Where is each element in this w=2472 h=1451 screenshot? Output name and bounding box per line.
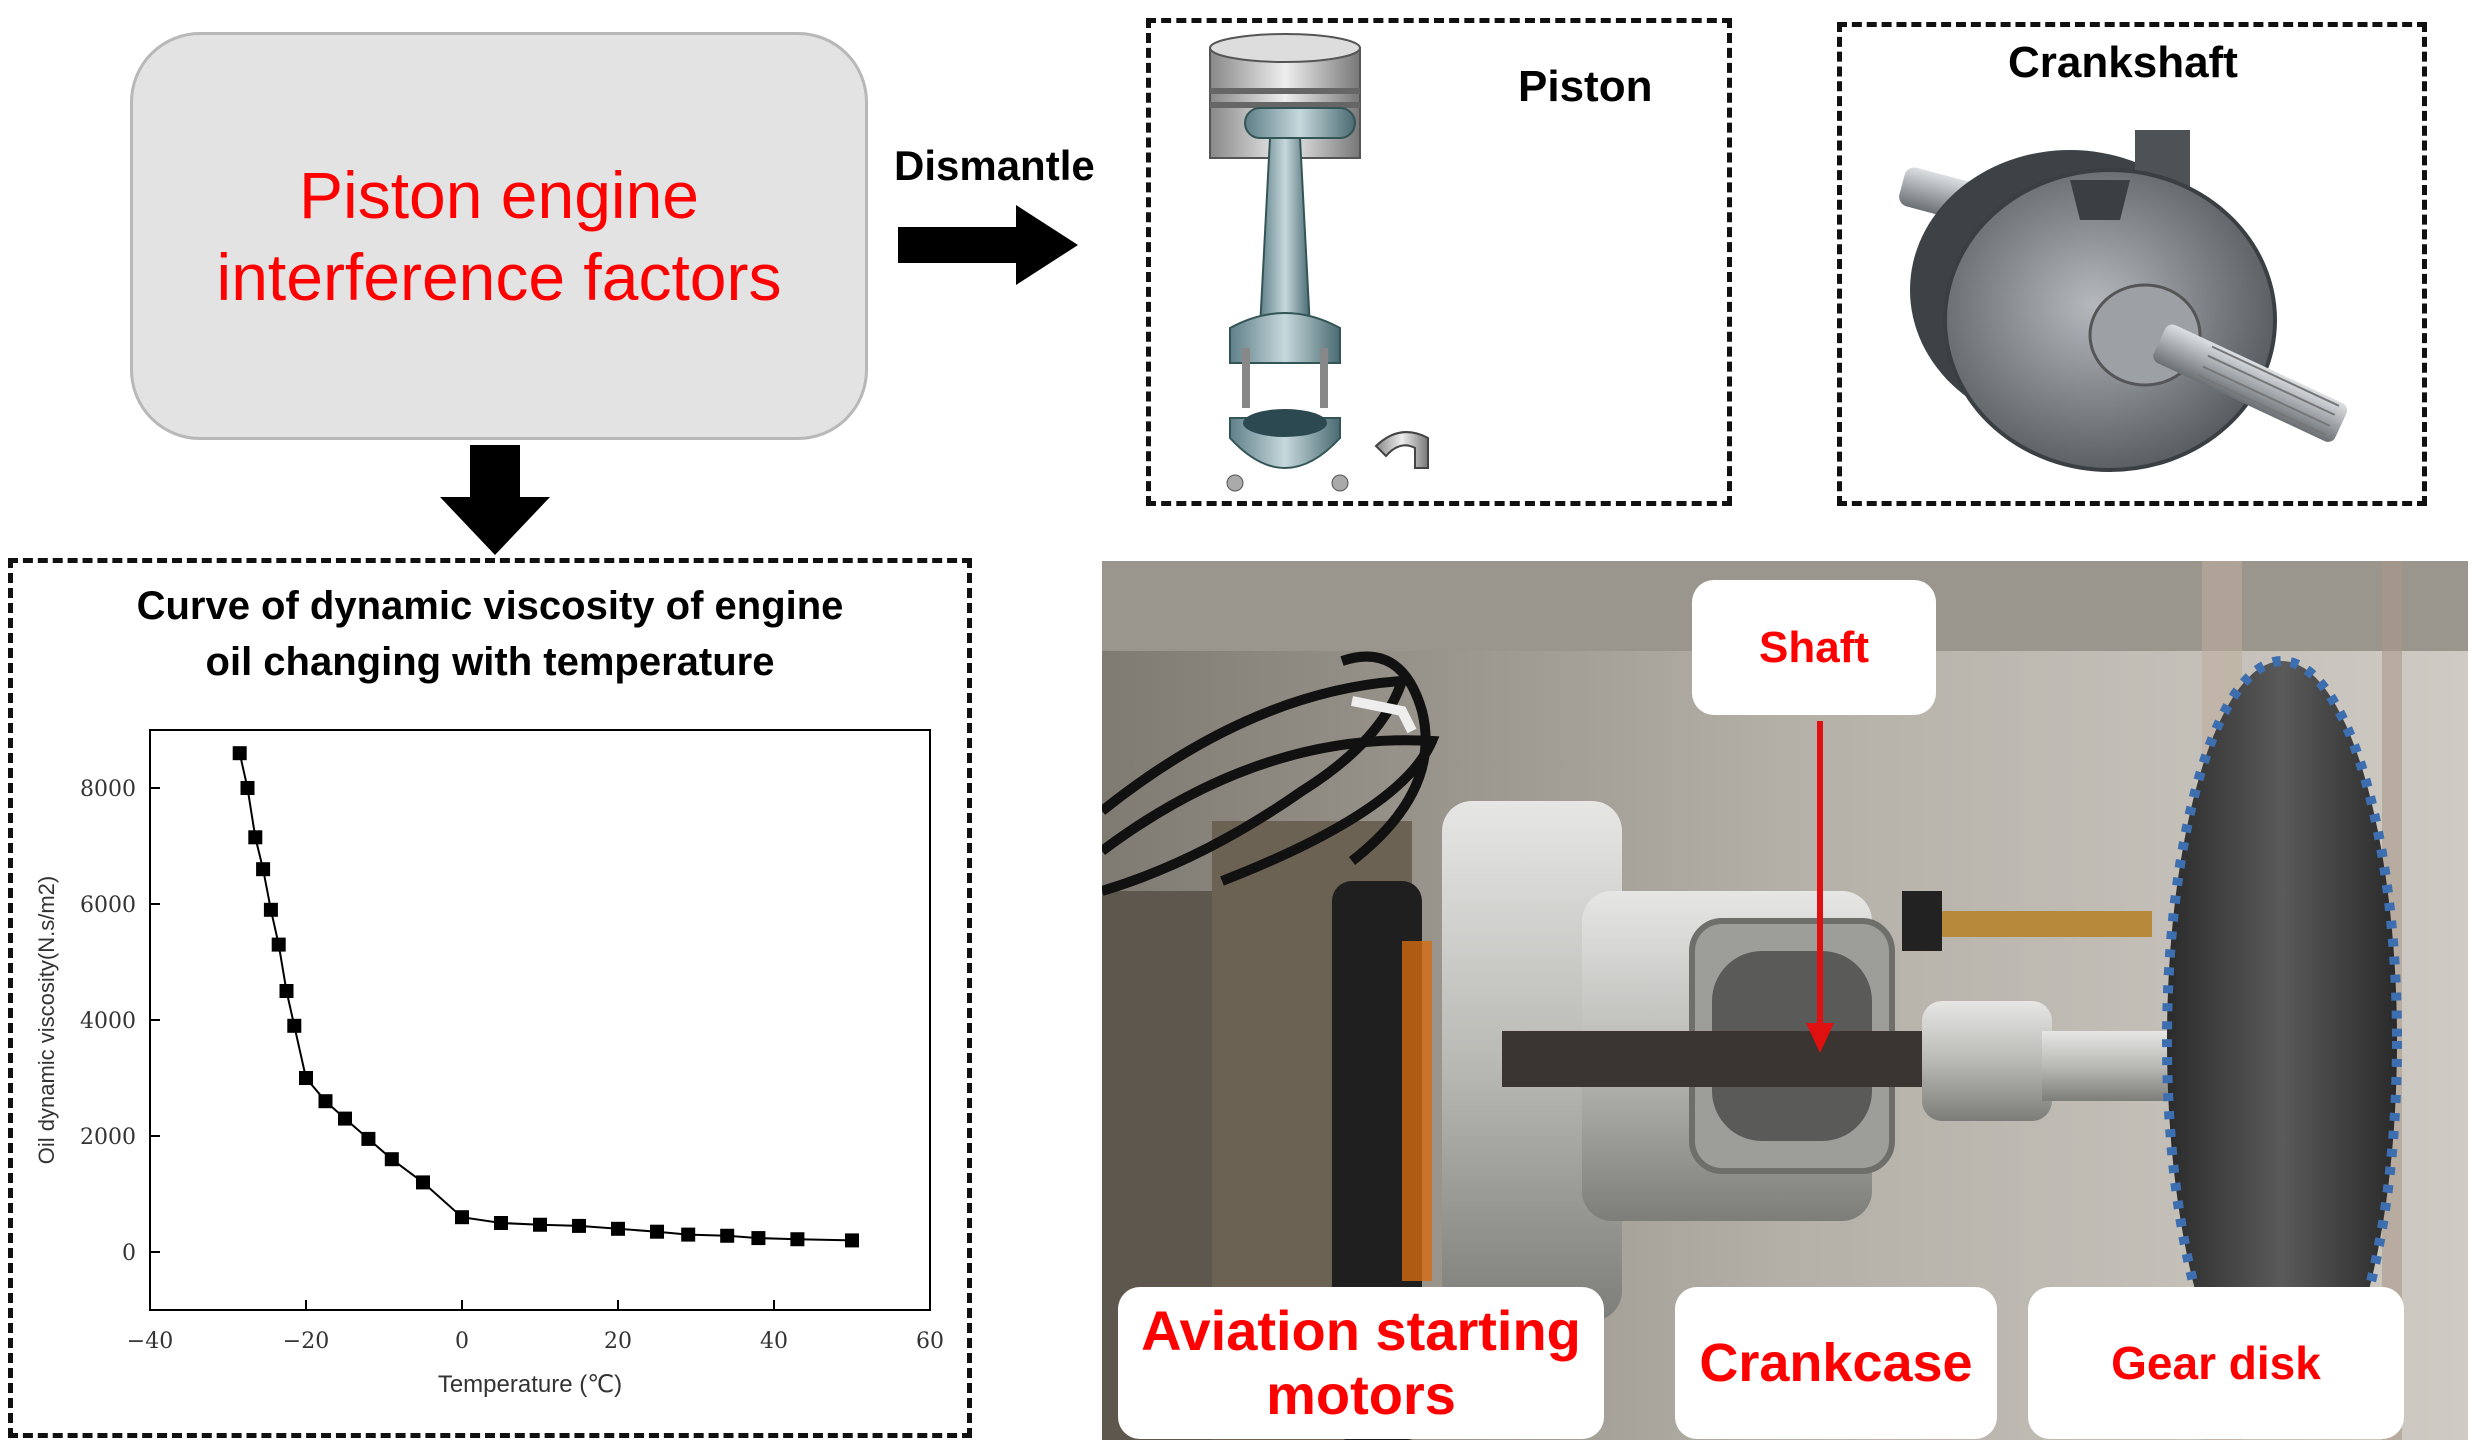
data-point	[494, 1216, 508, 1230]
y-tick-label: 4000	[80, 1009, 136, 1034]
data-point	[279, 984, 294, 998]
data-point	[299, 1071, 313, 1085]
data-point	[751, 1231, 766, 1246]
shaft-label: Shaft	[1692, 580, 1936, 715]
x-tick-label: 60	[916, 1329, 944, 1354]
title-line-1: Piston engine	[299, 158, 699, 232]
series-line	[238, 752, 853, 1242]
aviation-starting-motors-label: Aviation starting motors	[1118, 1287, 1604, 1439]
title-line-2: interference factors	[216, 240, 782, 314]
data-point	[287, 1018, 302, 1033]
y-tick-label: 8000	[80, 777, 136, 802]
data-point	[790, 1232, 805, 1247]
x-tick-label: 20	[604, 1329, 632, 1354]
data-point	[572, 1218, 586, 1233]
crankshaft-image	[1899, 130, 2348, 472]
data-point	[338, 1111, 352, 1126]
data-point	[533, 1217, 547, 1232]
piston-connecting-rod-image	[1209, 33, 1429, 492]
data-point	[845, 1233, 859, 1248]
down-arrow-icon	[440, 445, 550, 555]
data-point	[384, 1152, 399, 1167]
data-point	[416, 1175, 430, 1190]
data-point	[650, 1224, 664, 1239]
data-point	[611, 1221, 625, 1236]
y-tick-label: 0	[122, 1241, 136, 1266]
data-point	[263, 902, 278, 917]
data-point	[720, 1228, 735, 1243]
chart-title: Curve of dynamic viscosity of engine oil…	[40, 578, 940, 690]
title-box: Piston engine interference factors	[130, 32, 868, 440]
x-tick-label: 0	[455, 1329, 469, 1354]
data-point	[318, 1094, 333, 1109]
data-point	[455, 1210, 469, 1225]
crankshaft-label: Crankshaft	[2008, 38, 2238, 87]
data-point	[232, 746, 247, 761]
data-point	[248, 830, 263, 845]
y-tick-label: 6000	[80, 893, 136, 918]
gear-disk-label: Gear disk	[2028, 1287, 2404, 1439]
x-axis-label: Temperature (℃)	[438, 1371, 622, 1398]
dismantle-label: Dismantle	[894, 142, 1095, 189]
right-arrow-icon	[898, 205, 1078, 285]
y-axis-label: Oil dynamic viscosity(N.s/m2)	[34, 876, 59, 1164]
motors-label-line-1: Aviation starting	[1141, 1299, 1581, 1362]
data-point	[240, 781, 255, 795]
chart-title-line-2: oil changing with temperature	[205, 640, 775, 684]
y-tick-label: 2000	[80, 1125, 136, 1150]
crankshaft-box	[1837, 22, 2427, 506]
data-point	[681, 1227, 696, 1242]
viscosity-chart: −40 −20 0 20 40 60 0 2000 4000 6000 8000Temperatur…	[34, 729, 944, 1398]
x-tick-label: 40	[760, 1329, 788, 1354]
data-point	[271, 937, 286, 952]
x-tick-label: −40	[127, 1329, 173, 1354]
piston-label: Piston	[1518, 62, 1653, 111]
crankcase-label: Crankcase	[1675, 1287, 1997, 1439]
motors-label-line-2: motors	[1266, 1363, 1456, 1426]
chart-box	[8, 558, 972, 1438]
chart-title-line-1: Curve of dynamic viscosity of engine	[136, 584, 844, 628]
piston-box	[1146, 18, 1732, 506]
data-point	[361, 1131, 376, 1146]
x-tick-label: −20	[283, 1329, 329, 1354]
data-point	[256, 862, 271, 877]
